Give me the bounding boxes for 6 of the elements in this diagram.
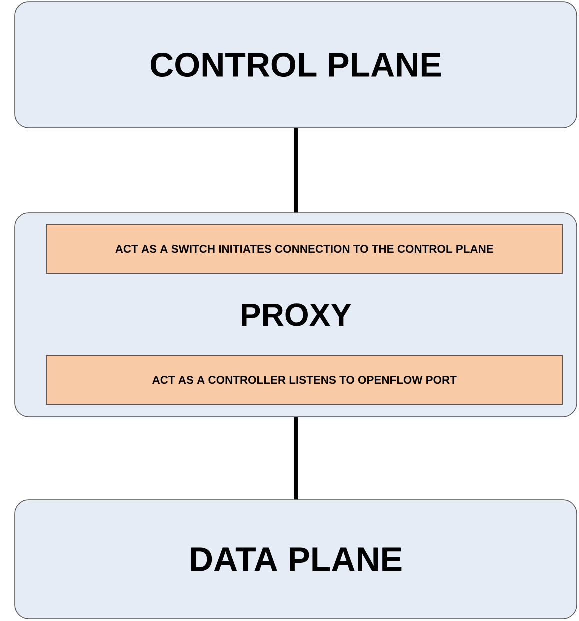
role-box: ACT AS A CONTROLLER LISTENS TO OPENFLOW PORT <box>46 355 563 405</box>
plane-box: DATA PLANE <box>14 500 578 620</box>
plane-box: CONTROL PLANE <box>14 2 578 128</box>
connector-line <box>294 128 298 213</box>
connector-line <box>294 417 298 500</box>
role-box: ACT AS A SWITCH INITIATES CONNECTION TO THE CONTROL PLANE <box>46 224 563 274</box>
